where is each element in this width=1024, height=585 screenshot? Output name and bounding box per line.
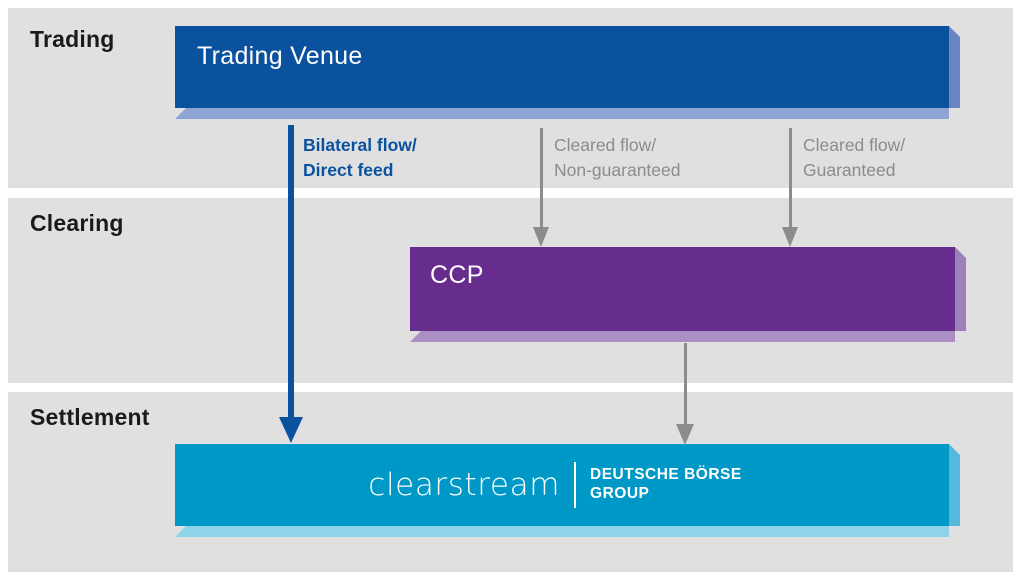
flow-arrow-ccp-to-settlement-shaft bbox=[683, 343, 687, 425]
flow-label-cleared-guaranteed: Cleared flow/ Guaranteed bbox=[803, 135, 906, 180]
deutsche-boerse-line: Deutsche Börse bbox=[590, 466, 742, 484]
ccp-bevel-right bbox=[955, 247, 966, 331]
trading-venue-bevel-bottom bbox=[175, 108, 949, 119]
trading-venue-title: Trading Venue bbox=[197, 42, 363, 70]
settlement-bevel-bottom bbox=[175, 526, 949, 537]
flow-arrow-cleared-guaranteed-shaft bbox=[788, 128, 792, 228]
ccp-box[interactable]: CCP bbox=[410, 247, 966, 342]
settlement-bevel-right bbox=[949, 444, 960, 526]
band-label-clearing: Clearing bbox=[30, 210, 124, 236]
flow-arrow-bilateral-shaft bbox=[288, 125, 294, 418]
band-label-settlement: Settlement bbox=[30, 404, 150, 430]
flow-arrow-cleared-non-guaranteed-head bbox=[533, 227, 549, 247]
flow-label-bilateral: Bilateral flow/ Direct feed bbox=[303, 135, 417, 180]
group-line: Group bbox=[590, 485, 650, 502]
ccp-title: CCP bbox=[430, 261, 484, 289]
flow-arrow-cleared-guaranteed bbox=[782, 128, 798, 247]
ccp-face: CCP bbox=[410, 247, 955, 331]
clearstream-wordmark: clearstream bbox=[368, 467, 561, 503]
ccp-bevel-bottom bbox=[410, 331, 955, 342]
trading-venue-bevel-right bbox=[949, 26, 960, 108]
flow-arrow-cleared-guaranteed-head bbox=[782, 227, 798, 247]
flow-arrow-bilateral bbox=[279, 125, 303, 443]
clearstream-deutsche-boerse-logo: clearstream Deutsche Börse Group bbox=[368, 462, 741, 508]
settlement-clearstream-box[interactable]: clearstream Deutsche Börse Group bbox=[175, 444, 960, 537]
flow-arrow-cleared-non-guaranteed-shaft bbox=[539, 128, 543, 228]
flow-arrow-bilateral-head bbox=[279, 417, 303, 443]
flow-arrow-cleared-non-guaranteed bbox=[533, 128, 549, 247]
trading-venue-box[interactable]: Trading Venue bbox=[175, 26, 960, 119]
settlement-face: clearstream Deutsche Börse Group bbox=[175, 444, 949, 526]
logo-divider bbox=[574, 462, 577, 508]
flow-label-cleared-non-guaranteed: Cleared flow/ Non-guaranteed bbox=[554, 135, 681, 180]
flow-arrow-ccp-to-settlement-head bbox=[676, 424, 694, 445]
band-label-trading: Trading bbox=[30, 26, 115, 52]
flow-arrow-ccp-to-settlement bbox=[676, 343, 694, 445]
trading-venue-face: Trading Venue bbox=[175, 26, 949, 108]
deutsche-boerse-group-wordmark: Deutsche Börse Group bbox=[590, 466, 742, 504]
